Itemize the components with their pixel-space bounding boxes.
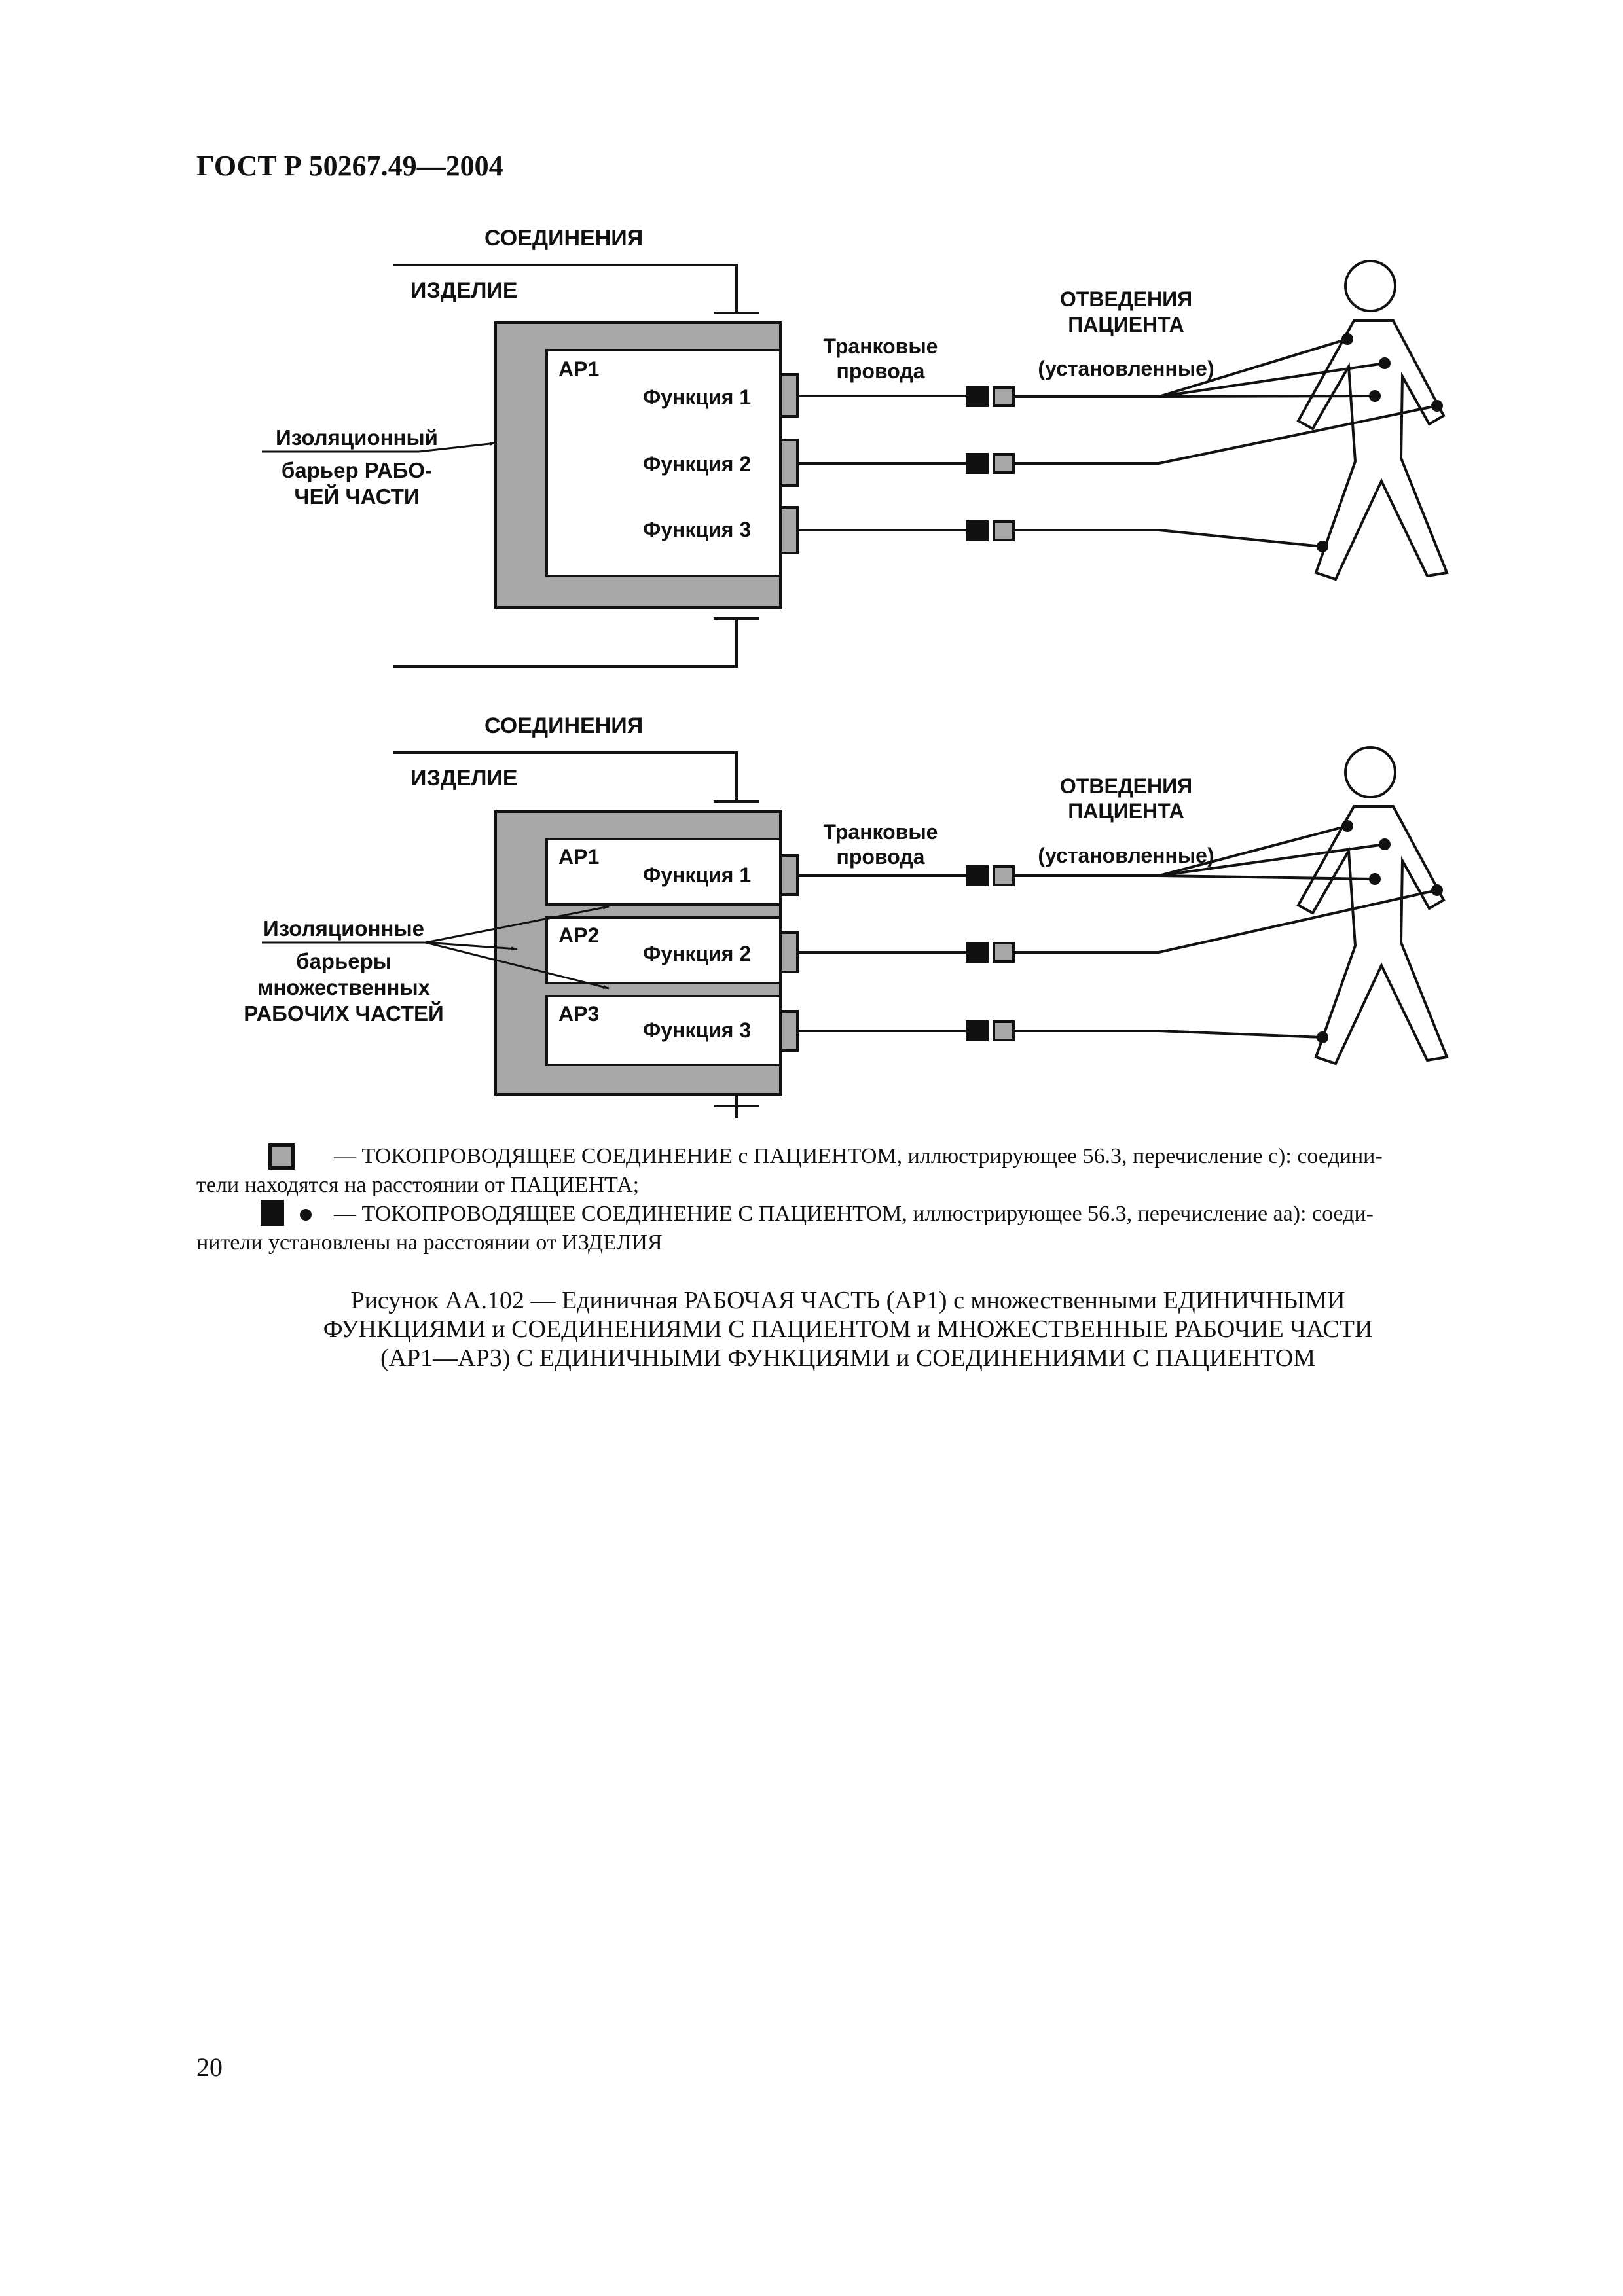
figure-legend: — ТОКОПРОВОДЯЩЕЕ СОЕДИНЕНИЕ с ПАЦИЕНТОМ,… [196, 1142, 1499, 1266]
applied-part-ap1-box [545, 838, 782, 906]
electrode-1 [1341, 333, 1353, 345]
trunk-wires-label-2: провода [837, 359, 925, 383]
trunk-wires-label-1b: Транковые [824, 820, 938, 844]
patient-leads-label-2: ПАЦИЕНТА [1068, 313, 1184, 336]
output-pad-1b [779, 854, 799, 896]
connector-black-1b [966, 865, 989, 886]
connector-black-2b [966, 942, 989, 963]
patient-lead-2b [1013, 889, 1438, 954]
device-label: ИЗДЕЛИЕ [410, 278, 518, 303]
patient-figure-2 [1296, 746, 1449, 1066]
output-pad-2 [779, 439, 799, 487]
patient-body-2 [1296, 805, 1449, 1066]
electrode-2b [1379, 838, 1391, 850]
patient-lead-1c-b [1158, 874, 1376, 880]
barriers-label-2: барьеры [296, 949, 392, 973]
caption-line-2: ФУНКЦИЯМИ и СОЕДИНЕНИЯМИ С ПАЦИЕНТОМ и М… [323, 1316, 1373, 1343]
barrier-pointer-arrow [418, 442, 496, 453]
connections-label: СОЕДИНЕНИЯ [484, 226, 643, 251]
function-3-label: Функция 3 [643, 518, 751, 541]
function-1-label: Функция 1 [643, 386, 751, 409]
patient-leads-label-1b: ОТВЕДЕНИЯ [1060, 774, 1192, 798]
electrode-5b [1317, 1031, 1328, 1043]
connection-line-top [393, 264, 738, 313]
electrode-4 [1431, 400, 1443, 412]
patient-lead-1b-b [1158, 843, 1385, 877]
barrier-label-3: ЧЕЙ ЧАСТИ [294, 484, 419, 509]
electrode-5 [1317, 541, 1328, 552]
barriers-label-4: РАБОЧИХ ЧАСТЕЙ [244, 1001, 444, 1026]
connector-grey-3b [993, 1020, 1015, 1041]
output-pad-3b [779, 1010, 799, 1052]
electrode-1b [1341, 820, 1353, 832]
connector-grey-1b [993, 865, 1015, 886]
installed-label: (установленные) [1038, 357, 1214, 380]
document-header: ГОСТ Р 50267.49—2004 [196, 150, 503, 182]
barrier-label-2: барьер РАБО- [282, 458, 432, 482]
trunk-wires-label-1: Транковые [824, 334, 938, 358]
barrier-arrow-2 [425, 941, 610, 990]
connector-black-1 [966, 386, 989, 407]
patient-body [1296, 319, 1449, 581]
legend-text-1b: тели находятся на расстоянии от ПАЦИЕНТА… [196, 1173, 640, 1197]
electrode-3b [1369, 873, 1381, 885]
applied-part-ap1 [545, 349, 782, 577]
output-pad-2b [779, 931, 799, 973]
connections-label-2: СОЕДИНЕНИЯ [484, 713, 643, 738]
connection-line-top-2 [393, 751, 738, 802]
electrode-2 [1379, 357, 1391, 369]
patient-lead-3b [1013, 1030, 1323, 1039]
ap1-label: АР1 [558, 357, 599, 381]
page-number: 20 [196, 2053, 223, 2082]
installed-label-2: (установленные) [1038, 844, 1214, 867]
legend-text-1: — ТОКОПРОВОДЯЩЕЕ СОЕДИНЕНИЕ с ПАЦИЕНТОМ,… [334, 1144, 1383, 1168]
black-square-icon [261, 1200, 284, 1226]
caption-line-1: Рисунок АА.102 — Единичная РАБОЧАЯ ЧАСТЬ… [350, 1287, 1345, 1314]
black-dot-icon [300, 1209, 312, 1221]
patient-leads-label-2b: ПАЦИЕНТА [1068, 799, 1184, 823]
electrode-4b [1431, 884, 1443, 896]
legend-text-2: — ТОКОПРОВОДЯЩЕЕ СОЕДИНЕНИЕ С ПАЦИЕНТОМ,… [334, 1202, 1374, 1226]
barrier-label-1: Изоляционный [276, 425, 438, 450]
ap2-label: АР2 [558, 924, 599, 947]
connector-grey-2 [993, 453, 1015, 474]
connector-black-2 [966, 453, 989, 474]
patient-head-2 [1344, 746, 1396, 798]
function-2-label: Функция 2 [643, 452, 751, 476]
device-label-2: ИЗДЕЛИЕ [410, 766, 518, 791]
connector-grey-3 [993, 520, 1015, 541]
patient-lead-1c [1158, 395, 1376, 398]
function-2-label-2: Функция 2 [643, 942, 751, 965]
connector-black-3b [966, 1020, 989, 1041]
connector-grey-2b [993, 942, 1015, 963]
diagram-multiple-applied-parts: СОЕДИНЕНИЯ ИЗДЕЛИЕ АР1 АР2 АР3 Функция 1… [244, 713, 1449, 1118]
patient-figure [1296, 260, 1449, 581]
ap3-label: АР3 [558, 1002, 599, 1026]
output-pad-1 [779, 373, 799, 418]
trunk-wires-label-2b: провода [837, 845, 925, 869]
patient-lead-3 [1013, 529, 1323, 548]
connector-grey-1 [993, 386, 1015, 407]
electrode-3 [1369, 390, 1381, 402]
function-1-label-2: Функция 1 [643, 863, 751, 887]
patient-leads-label-1: ОТВЕДЕНИЯ [1060, 287, 1192, 311]
output-pad-3 [779, 506, 799, 554]
barrier-arrow-3 [425, 941, 518, 951]
barriers-label-1: Изоляционные [263, 916, 424, 941]
ap1-label-2: АР1 [558, 845, 599, 869]
grey-square-icon [268, 1143, 295, 1170]
connector-black-3 [966, 520, 989, 541]
applied-part-ap2-box [545, 916, 782, 984]
legend-text-2b: нители установлены на расстоянии от ИЗДЕ… [196, 1230, 663, 1255]
figure-caption: Рисунок АА.102 — Единичная РАБОЧАЯ ЧАСТЬ… [196, 1286, 1499, 1372]
caption-line-3: (АР1—АР3) С ЕДИНИЧНЫМИ ФУНКЦИЯМИ и СОЕДИ… [380, 1344, 1316, 1372]
patient-lead-2 [1013, 404, 1438, 465]
barriers-label-3: множественных [257, 975, 431, 999]
patient-head [1344, 260, 1396, 312]
connection-line-bottom [393, 619, 738, 668]
diagram-single-applied-part: СОЕДИНЕНИЯ ИЗДЕЛИЕ АР1 Функция 1 Функция… [262, 226, 1449, 668]
function-3-label-2: Функция 3 [643, 1018, 751, 1042]
barrier-arrow-1 [425, 905, 610, 944]
